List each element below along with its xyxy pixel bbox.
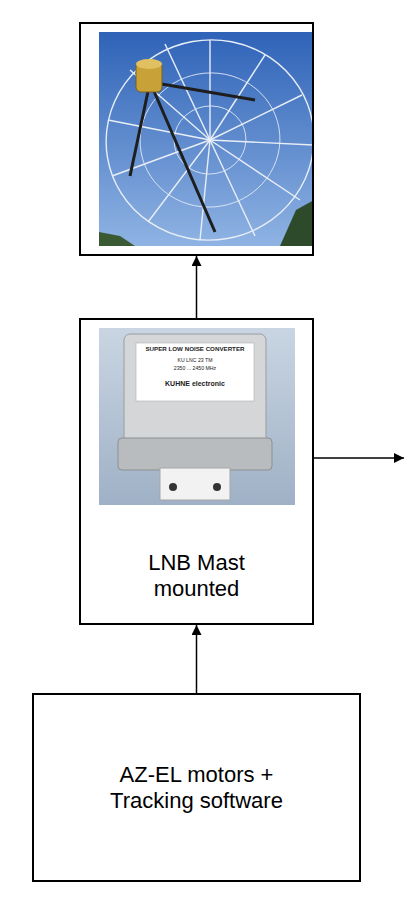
- output-arrow: [314, 457, 404, 459]
- node-label: AZ-EL motors + Tracking software: [92, 762, 302, 813]
- arrow-connector: [196, 625, 198, 693]
- lnb-box: LNB Mast mounted: [79, 318, 314, 625]
- node-label: LNB Mast mounted: [117, 550, 277, 601]
- arrow-connector: [196, 256, 198, 318]
- sticker-brand: KUHNE electronic: [138, 380, 252, 388]
- motor-box: AZ-EL motors + Tracking software: [32, 693, 361, 882]
- sticker-frequency: 2350 ... 2450 MHz: [138, 366, 252, 372]
- lnb-photo: [99, 328, 295, 505]
- image-box: [79, 22, 314, 256]
- sticker-title: SUPER LOW NOISE CONVERTER: [138, 346, 252, 353]
- dish-photo: [90, 23, 330, 256]
- sticker-model: KU LNC 23 TM: [138, 358, 252, 364]
